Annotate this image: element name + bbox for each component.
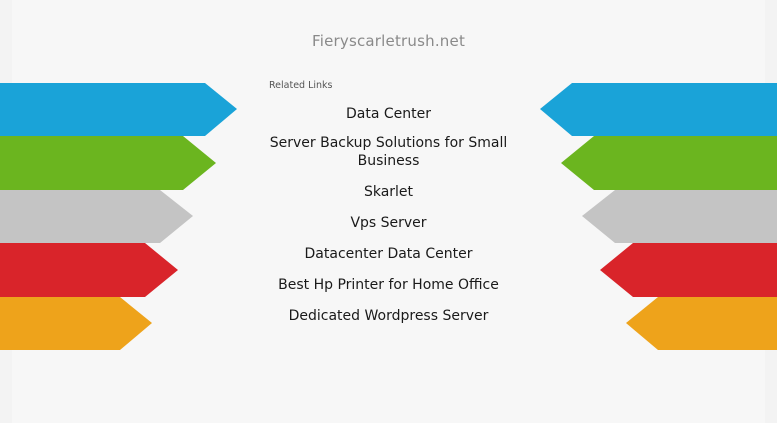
related-link-server-backup-solutions[interactable]: Server Backup Solutions for Small Busine… xyxy=(269,135,508,169)
related-link-datacenter-data-center[interactable]: Datacenter Data Center xyxy=(304,246,473,262)
list-item: Vps Server xyxy=(266,212,511,232)
related-link-best-hp-printer[interactable]: Best Hp Printer for Home Office xyxy=(278,277,499,293)
related-link-dedicated-wordpress-server[interactable]: Dedicated Wordpress Server xyxy=(288,308,489,324)
related-link-skarlet[interactable]: Skarlet xyxy=(363,184,414,200)
list-item: Data Center xyxy=(266,103,511,123)
list-item: Best Hp Printer for Home Office xyxy=(266,274,511,294)
list-item: Server Backup Solutions for Small Busine… xyxy=(266,134,511,170)
list-item: Datacenter Data Center xyxy=(266,243,511,263)
domain-title: Fieryscarletrush.net xyxy=(311,32,466,50)
related-link-data-center[interactable]: Data Center xyxy=(346,106,431,122)
list-item: Dedicated Wordpress Server xyxy=(266,305,511,325)
related-links-list: Data Center Server Backup Solutions for … xyxy=(266,103,511,325)
related-link-vps-server[interactable]: Vps Server xyxy=(350,215,427,231)
list-item: Skarlet xyxy=(266,181,511,201)
related-links-heading: Related Links xyxy=(269,80,333,91)
related-links-section: Related Links Data Center Server Backup … xyxy=(266,80,511,336)
